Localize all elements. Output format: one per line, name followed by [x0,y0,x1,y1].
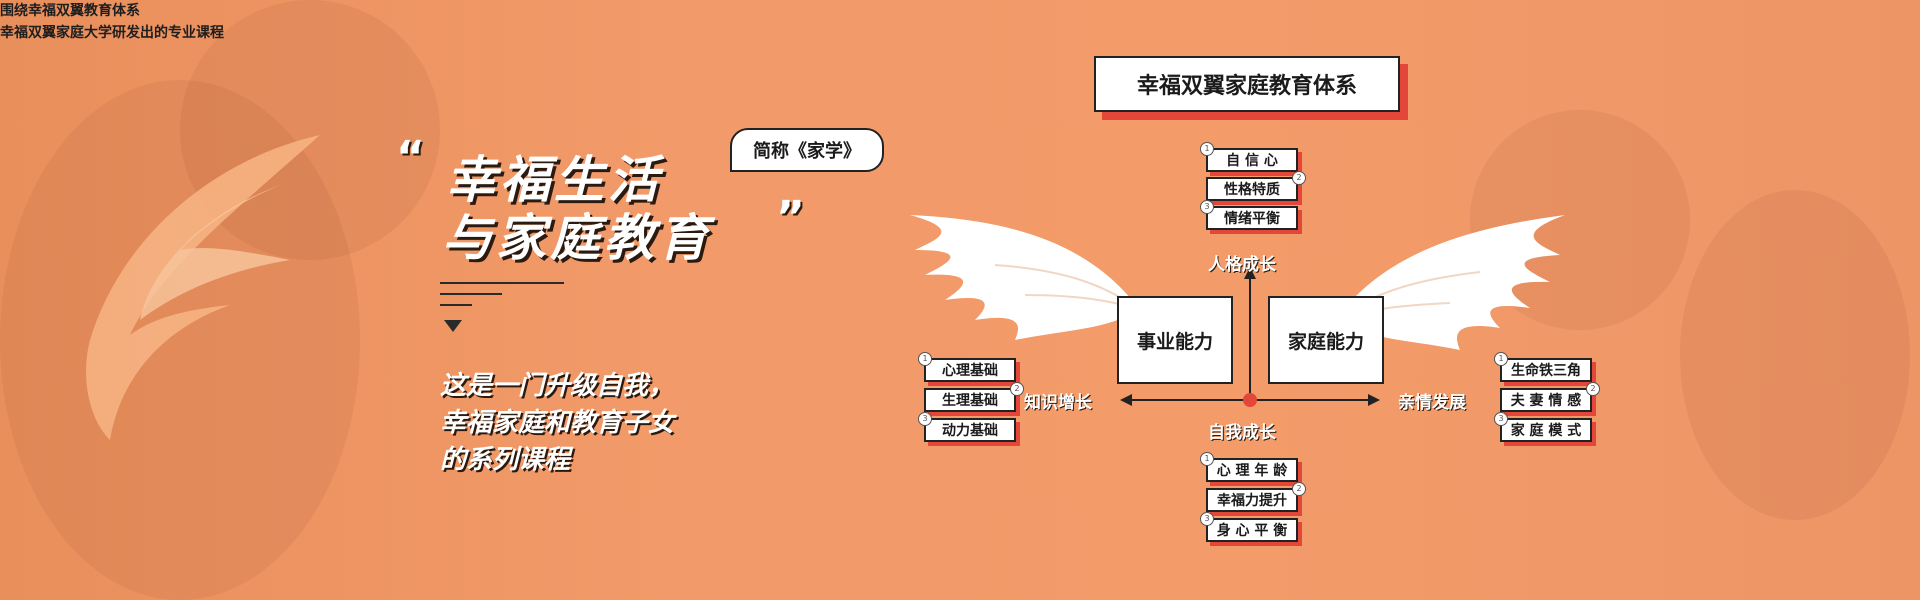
diagram-title: 幸福双翼家庭教育体系 [1094,56,1400,112]
axis-label-bottom: 自我成长 [1208,423,1276,443]
axis-label-left: 知识增长 [1024,393,1092,413]
bottom-item-1: 心 理 年 龄 [1206,458,1298,482]
left-item-2: 生理基础 [924,388,1016,412]
abbreviation-badge: 简称《家学》 [730,128,884,172]
divider-line [440,293,502,295]
item-number: 3 [1494,412,1508,426]
top-item-3: 情绪平衡 [1206,206,1298,230]
item-number: 3 [1200,200,1214,214]
item-number: 1 [1200,452,1214,466]
wing-decoration-icon [86,135,320,440]
item-number: 1 [1200,142,1214,156]
intro-line-2: 幸福双翼家庭大学研发出的专业课程 [0,25,224,41]
item-number: 1 [918,352,932,366]
family-ability-box: 家庭能力 [1268,296,1384,384]
item-number: 3 [918,412,932,426]
description-line-3: 的系列课程 [440,445,571,475]
description-line-2: 幸福家庭和教育子女 [440,408,675,438]
intro-line-1: 围绕幸福双翼教育体系 [0,3,140,19]
divider-line [440,304,472,306]
item-number: 1 [1494,352,1508,366]
axis-graphic [1120,267,1380,407]
description-line-1: 这是一门升级自我， [440,371,675,401]
course-description: 这是一门升级自我， 幸福家庭和教育子女 的系列课程 [440,368,674,479]
left-item-1: 心理基础 [924,358,1016,382]
item-number: 2 [1292,171,1306,185]
open-quote: “ [396,132,425,183]
item-number: 2 [1292,482,1306,496]
intro-text: 围绕幸福双翼教育体系 幸福双翼家庭大学研发出的专业课程 [0,0,1920,44]
background-photo-shade [1680,190,1910,520]
headline-line-1: 幸福生活 [446,151,662,209]
axis-label-top: 人格成长 [1208,255,1276,275]
top-item-1: 自 信 心 [1206,148,1298,172]
career-ability-box: 事业能力 [1117,296,1233,384]
right-item-1: 生命铁三角 [1500,358,1592,382]
right-item-2: 夫 妻 情 感 [1500,388,1592,412]
headline-line-2: 与家庭教育 [442,209,712,267]
top-item-2: 性格特质 [1206,177,1298,201]
right-item-3: 家 庭 模 式 [1500,418,1592,442]
background-photo-shade [0,80,360,600]
down-triangle-icon [444,320,462,332]
bottom-item-2: 幸福力提升 [1206,488,1298,512]
item-number: 2 [1586,382,1600,396]
left-item-3: 动力基础 [924,418,1016,442]
divider-line [440,282,564,284]
left-wing-icon [910,215,1141,340]
item-number: 2 [1010,382,1024,396]
axis-label-right: 亲情发展 [1398,393,1466,413]
item-number: 3 [1200,512,1214,526]
bottom-item-3: 身 心 平 衡 [1206,518,1298,542]
close-quote: ” [776,192,805,243]
